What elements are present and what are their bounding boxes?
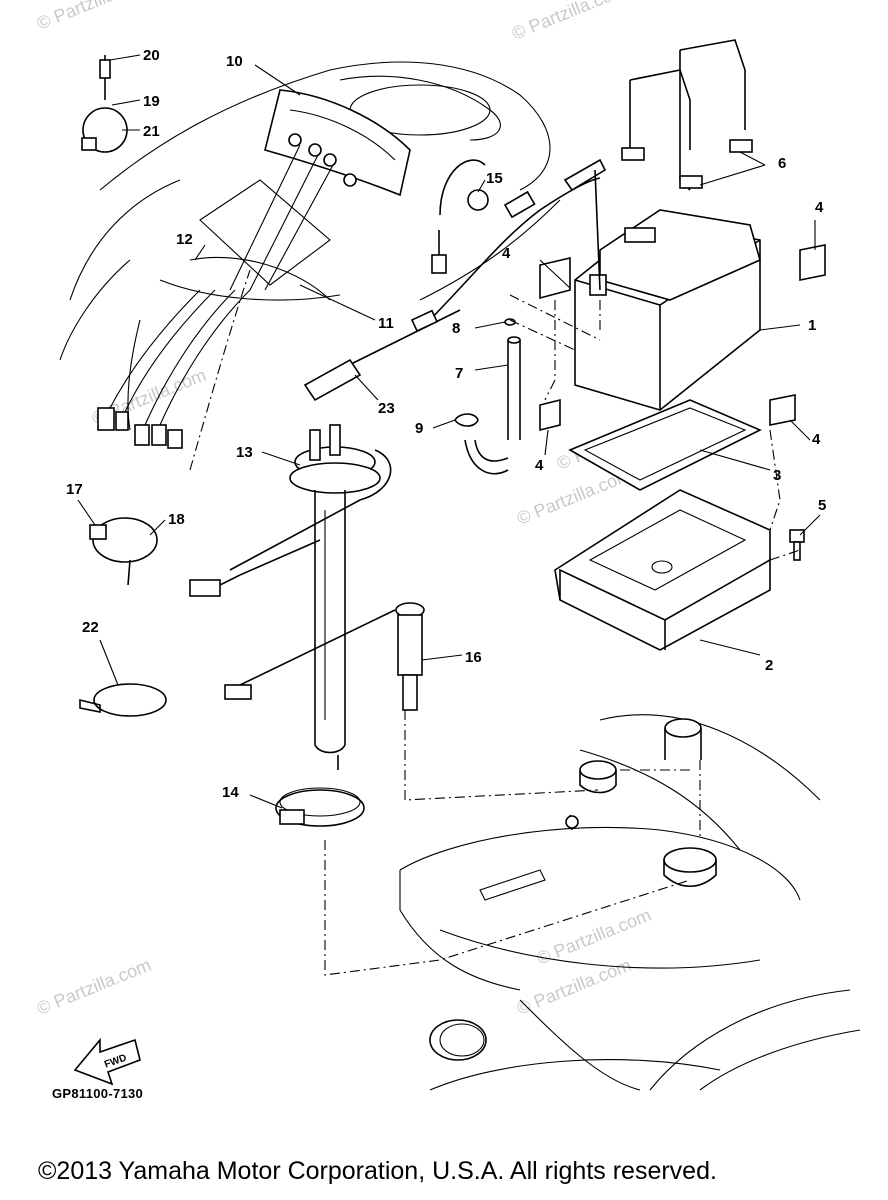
callout-18: 18 [168,511,185,528]
hose-clamp [275,787,365,827]
callout-21: 21 [143,123,160,140]
bolt [789,529,805,561]
callout-19: 19 [143,93,160,110]
battery [574,209,761,411]
callout-15: 15 [486,170,503,187]
callout-11: 11 [378,315,394,332]
fuel-switch [224,602,425,711]
callout-17: 17 [66,481,83,498]
clip-assembly [81,55,128,153]
copyright-notice: ©2013 Yamaha Motor Corporation, U.S.A. A… [38,1157,717,1185]
watermark: © Partzilla.com [34,955,154,1019]
battery-box [554,489,771,651]
watermark: © Partzilla.com [509,0,629,44]
watermark: © Partzilla.com [34,0,154,34]
callout-6: 6 [778,155,786,172]
battery-bands [621,39,753,191]
callout-10: 10 [226,53,243,70]
callout-1: 1 [808,317,816,334]
callouts: 1 2 3 4 4 4 4 5 6 7 8 9 10 11 12 13 14 1… [66,47,826,801]
battery-cables [303,158,607,402]
watermark: © Partzilla.com [514,955,634,1019]
battery-mat [568,399,762,491]
callout-4: 4 [502,245,511,262]
label-stickers [539,244,826,432]
callout-7: 7 [455,365,463,382]
callout-22: 22 [82,619,99,636]
leader-lines [77,54,821,809]
callout-23: 23 [378,400,395,417]
callout-3: 3 [773,467,781,484]
callout-13: 13 [236,444,253,461]
callout-12: 12 [176,231,193,248]
callout-4: 4 [812,431,821,448]
callout-8: 8 [452,320,460,337]
fwd-arrow-icon: FWD [73,1037,141,1086]
fuel-sender [189,424,392,770]
tank-fittings [429,718,717,1061]
callout-20: 20 [143,47,160,64]
meter-cluster [189,89,411,301]
assembly-lines [324,294,801,976]
cable-ties [79,517,167,717]
callout-9: 9 [415,420,423,437]
callout-4: 4 [815,199,824,216]
callout-14: 14 [222,784,239,801]
callout-4: 4 [535,457,544,474]
diagram-code: GP81100-7130 [52,1086,144,1101]
callout-16: 16 [465,649,482,666]
vent-hose [454,318,521,475]
callout-2: 2 [765,657,773,674]
harness-connectors [97,269,251,471]
callout-5: 5 [818,497,826,514]
